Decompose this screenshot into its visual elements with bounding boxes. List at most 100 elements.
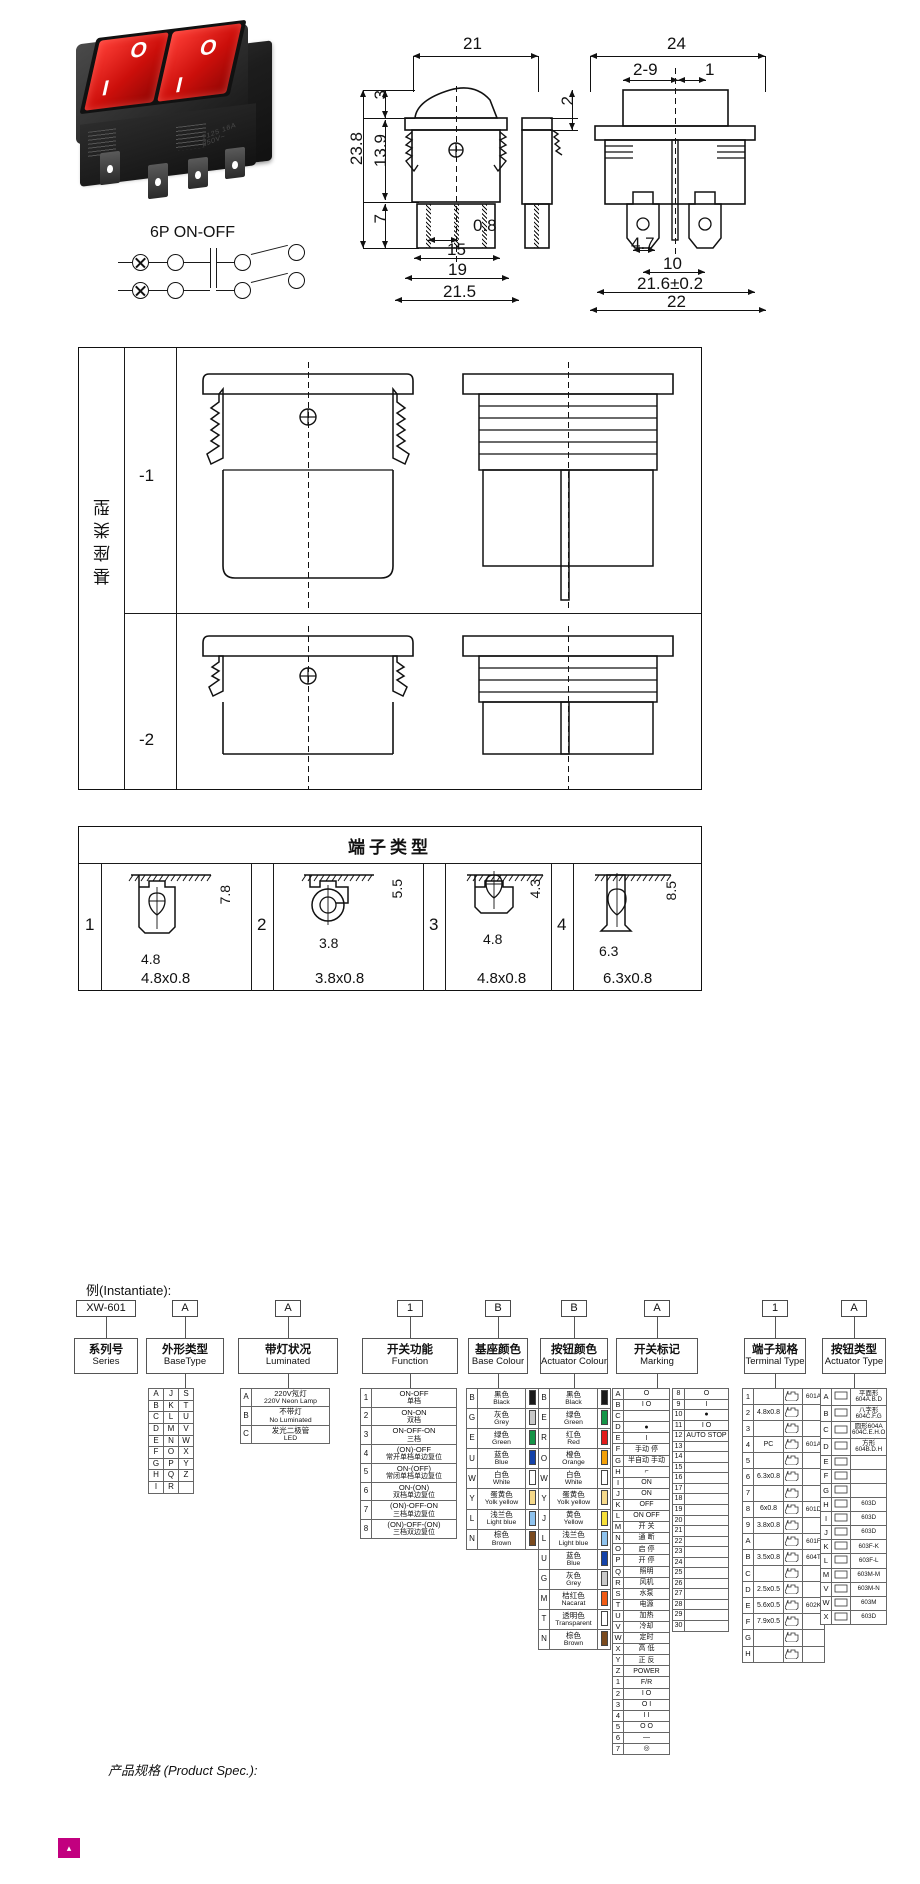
option-cell[interactable] [684,1451,729,1463]
option-cell[interactable]: Z [178,1469,194,1482]
option-cell[interactable]: 603F-K [849,1539,888,1555]
option-cell[interactable]: P [612,1554,624,1567]
option-cell[interactable] [831,1454,851,1470]
option-cell[interactable] [525,1468,539,1490]
option-cell[interactable]: J [538,1508,550,1530]
option-cell[interactable]: 603D [849,1609,888,1625]
option-cell[interactable] [753,1484,784,1502]
option-cell[interactable]: O [612,1543,624,1556]
option-cell[interactable]: 2.5x0.5 [753,1581,784,1599]
option-cell[interactable]: W [538,1468,550,1490]
option-cell[interactable] [597,1548,611,1570]
option-cell[interactable] [684,1588,729,1600]
option-cell[interactable]: 照明 [623,1565,670,1578]
option-cell[interactable] [783,1420,803,1438]
order-code-chip-9[interactable]: A [841,1300,867,1317]
option-cell[interactable]: 开 停 [623,1554,670,1567]
option-cell[interactable]: J [612,1487,624,1500]
option-cell[interactable] [753,1387,784,1406]
option-cell[interactable]: Y [466,1488,478,1510]
option-cell[interactable]: A [742,1532,754,1550]
option-cell[interactable]: 定时 [623,1632,670,1645]
option-cell[interactable]: N [612,1532,624,1545]
order-code-chip-3[interactable]: A [275,1300,301,1317]
option-cell[interactable]: 22 [672,1535,685,1548]
option-cell[interactable]: 16 [672,1472,685,1484]
option-cell[interactable]: 8 [742,1500,754,1518]
option-cell[interactable]: ◎ [623,1742,670,1756]
option-cell[interactable]: D [820,1438,832,1456]
option-cell[interactable] [684,1472,729,1484]
option-cell[interactable] [597,1508,611,1530]
option-cell[interactable] [831,1595,851,1611]
option-cell[interactable] [525,1508,539,1530]
option-cell[interactable] [831,1511,851,1527]
option-cell[interactable]: 5 [742,1452,754,1470]
option-cell[interactable] [783,1548,803,1567]
option-cell[interactable]: C [240,1424,252,1445]
option-cell[interactable] [684,1546,729,1558]
option-cell[interactable] [597,1448,611,1470]
option-cell[interactable] [753,1645,784,1663]
option-cell[interactable]: E [148,1434,164,1448]
option-cell[interactable]: I I [623,1709,670,1722]
option-cell[interactable]: L [820,1553,832,1569]
option-cell[interactable]: 13 [672,1440,685,1453]
option-cell[interactable]: Q [612,1565,624,1578]
option-cell[interactable]: AUTO STOP [684,1430,729,1442]
option-cell[interactable]: N [163,1434,179,1448]
option-cell[interactable]: L [163,1411,179,1424]
option-cell[interactable]: G [538,1568,550,1590]
option-cell[interactable]: O [684,1388,729,1400]
option-cell[interactable]: Y [538,1488,550,1510]
option-cell[interactable]: 4 [360,1444,372,1464]
option-cell[interactable]: Z [612,1665,624,1678]
option-cell[interactable]: O [623,1387,670,1401]
option-cell[interactable]: 手动 停 [623,1443,670,1456]
option-cell[interactable]: 4 [742,1436,754,1454]
option-cell[interactable]: X [178,1446,194,1459]
option-cell[interactable]: O [163,1446,179,1459]
option-cell[interactable]: H [742,1645,754,1663]
option-cell[interactable]: I [684,1398,729,1411]
option-cell[interactable] [753,1420,784,1438]
option-cell[interactable]: 7 [360,1500,372,1521]
option-cell[interactable]: A [148,1388,164,1401]
option-cell[interactable]: V [178,1422,194,1436]
option-cell[interactable]: B [742,1548,754,1567]
option-cell[interactable]: K [163,1399,179,1413]
option-cell[interactable]: 10 [672,1409,685,1421]
option-cell[interactable]: 28 [672,1598,685,1611]
option-cell[interactable]: 7 [612,1742,624,1756]
option-cell[interactable] [831,1468,851,1485]
option-cell[interactable] [802,1629,825,1647]
option-cell[interactable]: D [742,1581,754,1599]
option-cell[interactable] [831,1609,851,1625]
option-cell[interactable] [684,1493,729,1505]
option-cell[interactable]: B [538,1387,550,1410]
option-cell[interactable] [597,1408,611,1430]
option-cell[interactable]: B [820,1404,832,1423]
option-cell[interactable] [849,1468,888,1485]
option-cell[interactable] [831,1388,851,1406]
option-cell[interactable] [623,1410,670,1423]
option-cell[interactable]: 3.8x0.8 [753,1516,784,1534]
option-cell[interactable] [597,1528,611,1550]
option-cell[interactable] [753,1629,784,1647]
option-cell[interactable] [525,1387,539,1410]
option-cell[interactable] [802,1645,825,1663]
option-cell[interactable]: 电源 [623,1598,670,1611]
option-cell[interactable] [684,1504,729,1516]
option-cell[interactable]: 加热 [623,1609,670,1622]
option-cell[interactable]: G [742,1629,754,1647]
option-cell[interactable] [684,1567,729,1579]
option-cell[interactable]: ● [623,1421,670,1434]
order-code-chip-5[interactable]: B [485,1300,511,1317]
